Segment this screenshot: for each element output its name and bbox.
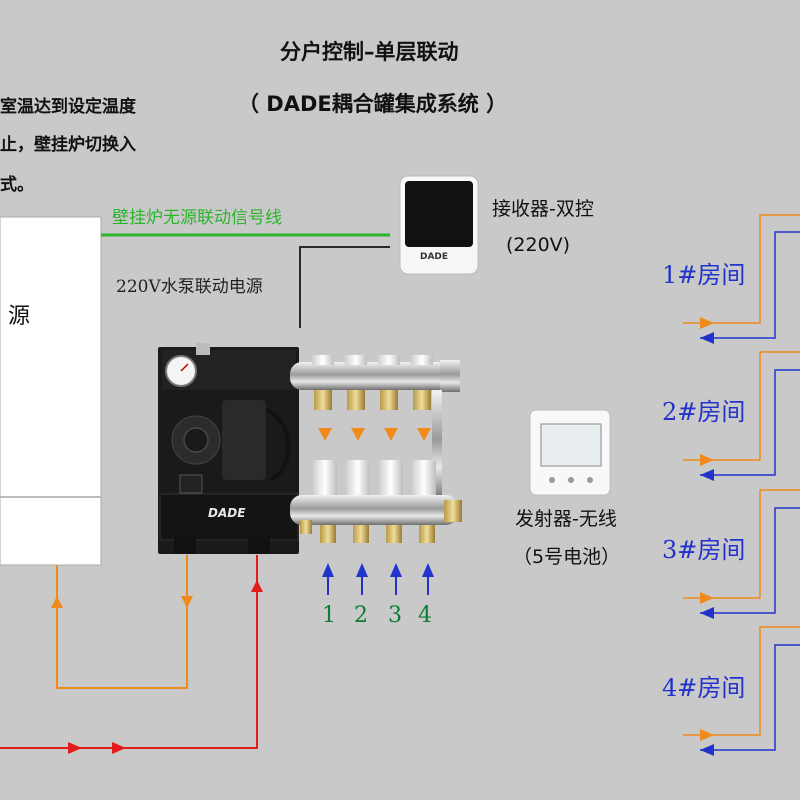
boiler-label: 源 [8,304,31,329]
room-loops [683,214,800,751]
red-right-arrow-2 [112,742,126,754]
loop-number-2: 2 [354,603,368,628]
orange-down-arrow [181,596,193,608]
dade-unit [158,343,299,554]
red-right-arrow-1 [68,742,82,754]
loop-number-1: 1 [322,603,336,628]
boiler-unit [0,216,102,566]
pump-power-label: 220V水泵联动电源 [116,277,263,297]
loop-number-3: 3 [388,603,402,628]
loop-number-4: 4 [418,603,432,628]
receiver-voltage: (220V) [506,234,571,256]
unit-brand: DADE [208,506,246,520]
diagram-subtitle: （ DADE耦合罐集成系统 ） [238,92,508,116]
note-line-1: 室温达到设定温度 [0,97,136,117]
diagram-title: 分户控制–单层联动 [280,40,459,64]
receiver-label: 接收器-双控 [492,198,594,220]
signal-line-label: 壁挂炉无源联动信号线 [112,208,282,228]
inlet-arrows [327,575,429,595]
inlet-arrowheads [322,563,434,577]
transmitter-device [529,409,611,496]
room-label-2: 2#房间 [662,398,746,426]
red-up-arrow [251,580,263,592]
note-line-3: 式。 [0,175,34,195]
receiver-brand: DADE [420,252,449,262]
room-label-3: 3#房间 [662,536,746,564]
riser-pipe [432,390,442,500]
boiler-pipes [0,555,258,749]
manifold-flow-arrows [318,428,431,441]
supply-manifold [290,355,460,410]
room-arrows [700,317,714,756]
power-line [299,246,390,328]
return-manifold [290,460,462,543]
orange-up-arrow [51,596,63,608]
room-label-1: 1#房间 [662,261,746,289]
receiver-device [399,175,479,275]
room-label-4: 4#房间 [662,674,746,702]
transmitter-battery: （5号电池） [513,546,621,568]
note-line-2: 止，壁挂炉切换入 [0,135,136,155]
pipe-arrows [51,580,263,754]
transmitter-label: 发射器-无线 [515,508,617,530]
